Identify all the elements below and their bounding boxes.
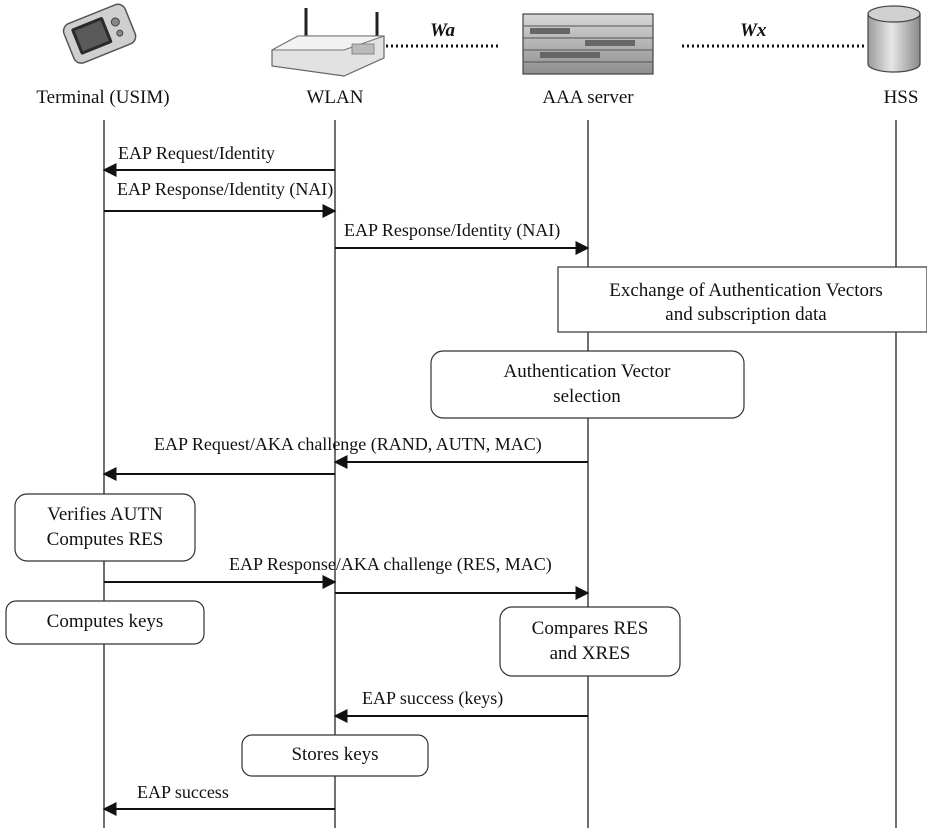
message-2: EAP Response/Identity (NAI) <box>335 220 590 255</box>
rack-server-icon <box>522 13 654 75</box>
wireless-router-icon <box>271 8 385 77</box>
message-0-label: EAP Request/Identity <box>118 143 275 163</box>
actor-label-aaa: AAA server <box>542 87 634 108</box>
message-7-label: EAP success (keys) <box>362 688 503 709</box>
database-cylinder-icon <box>867 5 921 73</box>
interface-label-wx: Wx <box>740 20 767 41</box>
box-stores-keys-line1: Stores keys <box>291 744 378 765</box>
message-3-label: EAP Request/AKA challenge (RAND, AUTN, M… <box>154 434 542 455</box>
message-8-label: EAP success <box>137 782 229 802</box>
box-av-selection-line2: selection <box>553 386 621 407</box>
message-1: EAP Response/Identity (NAI) <box>104 179 337 218</box>
box-verifies-autn-line1: Verifies AUTN <box>47 504 163 525</box>
box-exchange-vectors-line2: and subscription data <box>665 304 827 325</box>
box-av-selection-line1: Authentication Vector <box>504 361 672 382</box>
message-7: EAP success (keys) <box>333 688 588 723</box>
box-stores-keys: Stores keys <box>241 734 429 777</box>
actor-label-wlan: WLAN <box>307 87 364 108</box>
box-computes-keys: Computes keys <box>5 600 205 645</box>
box-compares-res-line2: and XRES <box>550 643 631 664</box>
interface-label-wa: Wa <box>430 20 455 41</box>
message-0: EAP Request/Identity <box>102 143 335 177</box>
message-5: EAP Response/AKA challenge (RES, MAC) <box>104 554 552 589</box>
box-verifies-autn: Verifies AUTN Computes RES <box>14 493 196 562</box>
box-exchange-vectors: Exchange of Authentication Vectors and s… <box>557 266 927 333</box>
box-exchange-vectors-line1: Exchange of Authentication Vectors <box>609 280 883 301</box>
message-5-label: EAP Response/AKA challenge (RES, MAC) <box>229 554 552 575</box>
actor-label-terminal: Terminal (USIM) <box>36 87 169 108</box>
actor-label-hss: HSS <box>884 87 919 108</box>
message-2-label: EAP Response/Identity (NAI) <box>344 220 560 241</box>
box-computes-keys-line1: Computes keys <box>47 611 164 632</box>
pda-handheld-icon <box>62 3 137 64</box>
box-compares-res: Compares RES and XRES <box>499 606 681 677</box>
box-compares-res-line1: Compares RES <box>532 618 649 639</box>
message-1-label: EAP Response/Identity (NAI) <box>117 179 333 200</box>
box-av-selection: Authentication Vector selection <box>430 350 745 419</box>
box-verifies-autn-line2: Computes RES <box>47 529 164 550</box>
message-8: EAP success <box>102 782 335 816</box>
message-3: EAP Request/AKA challenge (RAND, AUTN, M… <box>154 434 588 469</box>
